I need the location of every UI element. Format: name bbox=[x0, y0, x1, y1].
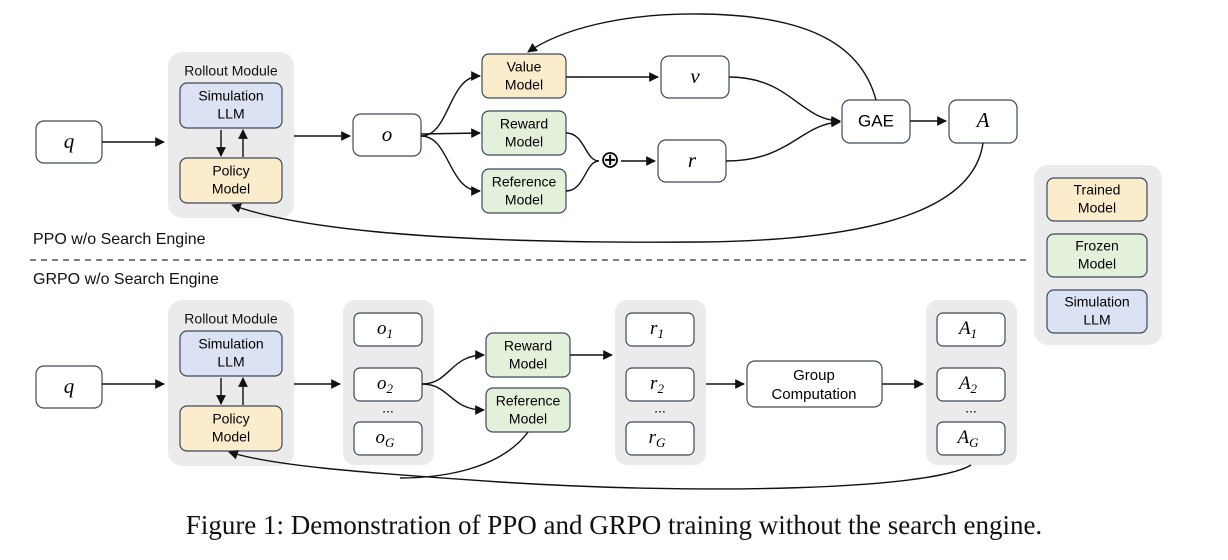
ppo-advantage-label: A bbox=[975, 108, 990, 132]
ppo-arrows bbox=[102, 13, 984, 243]
grpo-output-ellipsis: ... bbox=[382, 400, 394, 416]
ppo-output-box bbox=[352, 113, 422, 157]
grpo-reward-box-1 bbox=[625, 312, 695, 347]
grpo-output-box-1 bbox=[353, 312, 423, 347]
grpo-advantage-box-1 bbox=[936, 312, 1006, 347]
ppo-reference-model-line1: Reference bbox=[492, 174, 557, 190]
legend-simulation-line2: LLM bbox=[1083, 312, 1110, 328]
grpo-query-box bbox=[35, 365, 103, 409]
ppo-simulation-llm-line2: LLM bbox=[217, 106, 244, 122]
ppo-value-model-line2: Model bbox=[505, 77, 543, 93]
grpo-reward-box-3 bbox=[625, 421, 695, 456]
ppo-reference-model-line2: Model bbox=[505, 192, 543, 208]
legend-simulation-line1: Simulation bbox=[1064, 294, 1129, 310]
ppo-reward-model-line1: Reward bbox=[500, 116, 548, 132]
legend-simulation bbox=[1046, 289, 1148, 334]
ppo-gae-label: GAE bbox=[858, 111, 894, 130]
grpo-advantage-label-3: AG bbox=[956, 427, 980, 450]
grpo-reward-ellipsis: ... bbox=[654, 400, 666, 416]
legend-frozen bbox=[1046, 233, 1148, 278]
grpo-simulation-llm bbox=[179, 330, 283, 377]
ppo-value-model-line1: Value bbox=[507, 59, 542, 75]
grpo-section-label: GRPO w/o Search Engine bbox=[33, 271, 219, 288]
ppo-policy-model bbox=[179, 157, 283, 204]
figure-caption: Figure 1: Demonstration of PPO and GRPO … bbox=[185, 510, 1043, 540]
grpo-advantage-box-2 bbox=[936, 367, 1006, 402]
legend-frozen-line2: Model bbox=[1078, 256, 1116, 272]
ppo-plus-symbol: ⊕ bbox=[600, 146, 620, 173]
grpo-advantage-label-2: A2 bbox=[957, 373, 978, 396]
legend-frozen-line1: Frozen bbox=[1075, 238, 1119, 254]
legend-trained bbox=[1046, 177, 1148, 222]
ppo-section-label: PPO w/o Search Engine bbox=[33, 231, 206, 248]
legend-trained-line2: Model bbox=[1078, 200, 1116, 216]
ppo-query-label: q bbox=[64, 129, 75, 153]
grpo-reference-model-line1: Reference bbox=[496, 393, 561, 409]
grpo-policy-model-line2: Model bbox=[212, 429, 250, 445]
grpo-reward-label-2: r2 bbox=[650, 373, 664, 396]
ppo-reward-model-line2: Model bbox=[505, 134, 543, 150]
legend-trained-line1: Trained bbox=[1074, 182, 1121, 198]
grpo-output-label-1: o1 bbox=[377, 318, 393, 341]
grpo-query-label: q bbox=[64, 374, 75, 398]
grpo-advantage-label-1: A1 bbox=[957, 318, 977, 341]
ppo-value-label: v bbox=[690, 64, 700, 88]
ppo-policy-model-line2: Model bbox=[212, 181, 250, 197]
grpo-advantage-ellipsis: ... bbox=[965, 400, 977, 416]
ppo-policy-model-line1: Policy bbox=[212, 163, 249, 179]
ppo-rollout-title: Rollout Module bbox=[184, 63, 278, 79]
grpo-arrows bbox=[102, 350, 972, 490]
grpo-simulation-llm-line1: Simulation bbox=[198, 336, 263, 352]
grpo-reward-label-1: r1 bbox=[650, 318, 664, 341]
grpo-output-label-3: oG bbox=[376, 427, 396, 450]
grpo-reward-label-3: rG bbox=[649, 427, 666, 450]
grpo-output-box-3 bbox=[353, 421, 423, 456]
grpo-rollout-title: Rollout Module bbox=[184, 311, 278, 327]
grpo-policy-model-line1: Policy bbox=[212, 411, 249, 427]
grpo-advantage-box-3 bbox=[936, 421, 1006, 456]
grpo-group-computation-line2: Computation bbox=[771, 386, 856, 403]
grpo-group-computation-line1: Group bbox=[793, 367, 835, 384]
ppo-reward-label: r bbox=[688, 148, 697, 172]
grpo-simulation-llm-line2: LLM bbox=[217, 354, 244, 370]
grpo-reward-box-2 bbox=[625, 367, 695, 402]
grpo-output-label-2: o2 bbox=[377, 373, 394, 396]
ppo-simulation-llm-line1: Simulation bbox=[198, 88, 263, 104]
ppo-value-model bbox=[481, 53, 567, 99]
ppo-simulation-llm bbox=[179, 82, 283, 129]
ppo-output-label: o bbox=[382, 122, 393, 146]
grpo-reward-model-line2: Model bbox=[509, 356, 547, 372]
grpo-reference-model-line2: Model bbox=[509, 411, 547, 427]
grpo-reward-model-line1: Reward bbox=[504, 338, 552, 354]
